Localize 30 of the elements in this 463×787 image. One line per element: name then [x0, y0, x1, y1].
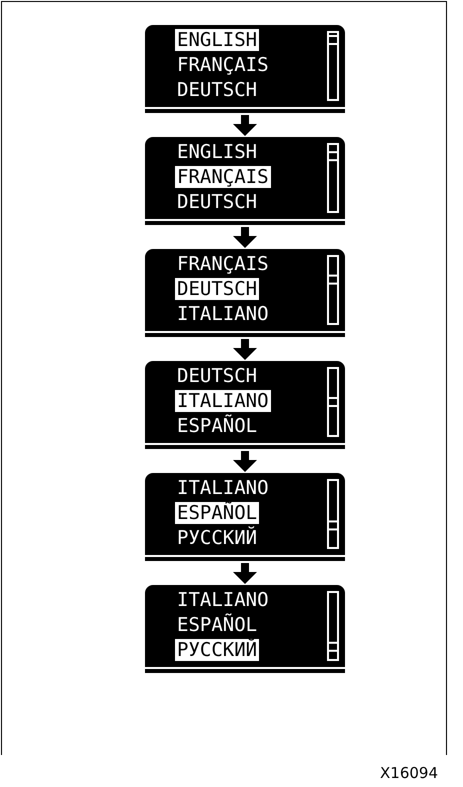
display-screen — [145, 137, 345, 225]
menu-item: ESPAÑOL — [176, 415, 258, 437]
arrow — [233, 451, 257, 472]
selected-menu-item: ENGLISH — [175, 29, 260, 51]
selected-menu-item: ESPAÑOL — [175, 502, 260, 524]
menu-item: DEUTSCH — [176, 79, 258, 101]
menu-item: ITALIANO — [176, 589, 270, 611]
figure-code: X16094 — [380, 763, 438, 784]
menu-item: ENGLISH — [176, 141, 258, 163]
arrow — [233, 563, 257, 584]
arrow — [233, 227, 257, 248]
menu-item: DEUTSCH — [176, 365, 258, 387]
selected-menu-item: РУССКИЙ — [175, 639, 260, 661]
menu-item: DEUTSCH — [176, 191, 258, 213]
menu-item: ITALIANO — [176, 477, 270, 499]
menu-item: FRANÇAIS — [176, 54, 270, 76]
display-screen — [145, 25, 345, 113]
display-screen — [145, 473, 345, 561]
display-screen — [145, 361, 345, 449]
arrow — [233, 339, 257, 360]
display-screen — [145, 585, 345, 673]
selected-menu-item: FRANÇAIS — [175, 166, 271, 188]
display-screen — [145, 249, 345, 337]
arrow — [233, 115, 257, 136]
menu-item: ESPAÑOL — [176, 614, 258, 636]
menu-item: ITALIANO — [176, 303, 270, 325]
selected-menu-item: DEUTSCH — [175, 278, 260, 300]
menu-item: РУССКИЙ — [176, 527, 258, 549]
menu-item: FRANÇAIS — [176, 253, 270, 275]
selected-menu-item: ITALIANO — [175, 390, 271, 412]
